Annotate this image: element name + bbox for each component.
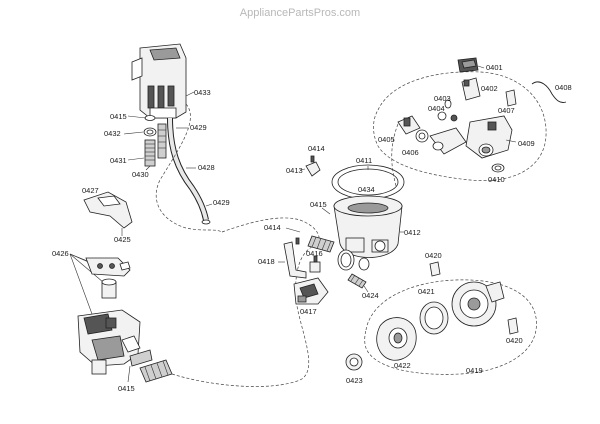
part-0414-spring (307, 235, 335, 253)
label-0411: 0411 (356, 156, 372, 165)
label-0416: 0416 (306, 249, 323, 258)
label-0424: 0424 (362, 291, 379, 300)
label-0430: 0430 (132, 170, 149, 179)
part-0426-sensor-bracket (85, 257, 131, 299)
label-0405: 0405 (378, 135, 395, 144)
part-0416-fitting (309, 255, 321, 273)
part-0417-actuator (293, 277, 329, 305)
part-water-valve-assembly (77, 309, 153, 375)
part-0403-0404-seals (437, 99, 458, 122)
label-0404: 0404 (428, 104, 445, 113)
label-0429-a: 0429 (190, 123, 207, 132)
label-0415-b: 0415 (310, 200, 327, 209)
label-0423: 0423 (346, 376, 363, 385)
label-0433: 0433 (194, 88, 211, 97)
part-0412-sump (331, 164, 405, 258)
watermark: AppliancePartsPros.com (240, 7, 360, 19)
label-0419: 0419 (466, 366, 483, 375)
label-0410: 0410 (488, 175, 505, 184)
label-0428: 0428 (198, 163, 215, 172)
part-0410-clamp (491, 163, 505, 173)
label-0413: 0413 (286, 166, 303, 175)
part-0405-0406-pump (397, 115, 467, 155)
part-0402-valve (461, 77, 481, 101)
label-0429-b: 0429 (213, 198, 230, 207)
label-0434: 0434 (358, 185, 375, 194)
label-0426: 0426 (52, 249, 69, 258)
part-0424-spring (347, 273, 367, 289)
part-0415-lower-hose (139, 359, 173, 383)
part-0401-cover (457, 57, 479, 73)
part-impeller-ring (419, 301, 449, 335)
label-0415-a: 0415 (110, 112, 127, 121)
label-0425: 0425 (114, 235, 131, 244)
part-0421-motor (451, 281, 505, 327)
label-0420-a: 0420 (425, 251, 442, 260)
label-0431: 0431 (110, 156, 127, 165)
part-0408-wire (531, 81, 567, 103)
label-0414-a: 0414 (308, 144, 325, 153)
label-0401: 0401 (486, 63, 503, 72)
part-0413-clip (305, 155, 321, 177)
part-0420-clip-b (507, 317, 519, 335)
label-0415-c: 0415 (118, 384, 135, 393)
label-0427: 0427 (82, 186, 99, 195)
label-0403: 0403 (434, 94, 451, 103)
part-0423-seal (345, 353, 363, 371)
part-0415-clamp-a (144, 115, 156, 121)
part-0432-seal (143, 127, 157, 137)
label-0421: 0421 (418, 287, 435, 296)
part-0433-bracket (131, 43, 187, 119)
part-0409-manifold (465, 115, 513, 159)
part-0428-drain-hose (167, 117, 211, 225)
label-0420-b: 0420 (506, 336, 523, 345)
label-0418: 0418 (258, 257, 275, 266)
label-0422: 0422 (394, 361, 411, 370)
label-0432: 0432 (104, 129, 121, 138)
label-0414-b: 0414 (264, 223, 281, 232)
part-0427-cover (83, 191, 133, 229)
part-seal-rings (337, 249, 370, 271)
label-0409: 0409 (518, 139, 535, 148)
part-0407-clip (505, 89, 517, 107)
part-0418-bracket (283, 237, 307, 279)
label-0408: 0408 (555, 83, 572, 92)
part-0420-clip-a (429, 261, 441, 277)
label-0402: 0402 (481, 84, 498, 93)
part-0422-pump-housing (376, 317, 417, 361)
label-0417: 0417 (300, 307, 317, 316)
label-0412: 0412 (404, 228, 421, 237)
label-0407: 0407 (498, 106, 515, 115)
label-0406: 0406 (402, 148, 419, 157)
